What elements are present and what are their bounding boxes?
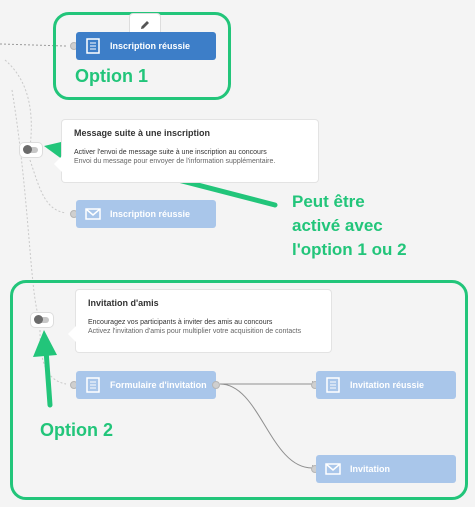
card-message-inscription: Message suite à une inscription Activer … bbox=[54, 120, 318, 182]
node-invitation-reussie[interactable]: Invitation réussie bbox=[316, 371, 456, 399]
card-message-line1: Activer l'envoi de message suite à une i… bbox=[74, 149, 267, 156]
peut-etre-line3: l'option 1 ou 2 bbox=[292, 240, 407, 259]
node-label: Inscription réussie bbox=[110, 209, 191, 219]
node-formulaire-invitation[interactable]: Formulaire d'invitation bbox=[76, 371, 216, 399]
toggle-invitation-amis[interactable] bbox=[31, 313, 53, 327]
port-form-out[interactable] bbox=[212, 381, 220, 389]
connector-form-to-invitation bbox=[219, 383, 313, 469]
node-label: Invitation réussie bbox=[350, 380, 425, 390]
pencil-icon bbox=[141, 21, 149, 29]
option1-label: Option 1 bbox=[75, 66, 148, 86]
node-invitation[interactable]: Invitation bbox=[316, 455, 456, 483]
peut-etre-line1: Peut être bbox=[292, 192, 365, 211]
card-message-line2: Envoi du message pour envoyer de l'infor… bbox=[74, 158, 276, 165]
node-label: Formulaire d'invitation bbox=[110, 380, 207, 390]
document-lines-icon bbox=[84, 37, 102, 55]
card-invitation-line2: Activez l'invitation d'amis pour multipl… bbox=[88, 328, 302, 335]
card-invitation-line1: Encouragez vos participants à inviter de… bbox=[88, 319, 273, 326]
green-arrow-to-toggle-2 bbox=[33, 330, 57, 408]
option2-label: Option 2 bbox=[40, 420, 113, 440]
connector-mid bbox=[29, 159, 67, 214]
peut-etre-annotation: Peut être activé avec l'option 1 ou 2 bbox=[292, 190, 407, 262]
card-invitation-title: Invitation d'amis bbox=[88, 298, 159, 308]
node-label: Inscription réussie bbox=[110, 41, 191, 51]
document-lines-icon bbox=[324, 376, 342, 394]
node-inscription-reussie-active[interactable]: Inscription réussie bbox=[76, 32, 216, 60]
option2-frame bbox=[10, 280, 468, 500]
node-inscription-reussie-email[interactable]: Inscription réussie bbox=[76, 200, 216, 228]
connector-top bbox=[0, 43, 67, 47]
card-invitation-amis: Invitation d'amis Encouragez vos partici… bbox=[68, 290, 331, 352]
peut-etre-line2: activé avec bbox=[292, 216, 383, 235]
envelope-icon bbox=[324, 460, 342, 478]
connector-trunk-a bbox=[4, 59, 32, 151]
toggle-message-inscription[interactable] bbox=[20, 143, 42, 157]
envelope-icon bbox=[84, 205, 102, 223]
node-label: Invitation bbox=[350, 464, 390, 474]
document-lines-icon bbox=[84, 376, 102, 394]
connector-trunk-b bbox=[11, 89, 41, 321]
edit-button[interactable] bbox=[130, 14, 160, 36]
card-message-title: Message suite à une inscription bbox=[74, 128, 211, 138]
option1-frame bbox=[53, 12, 231, 100]
